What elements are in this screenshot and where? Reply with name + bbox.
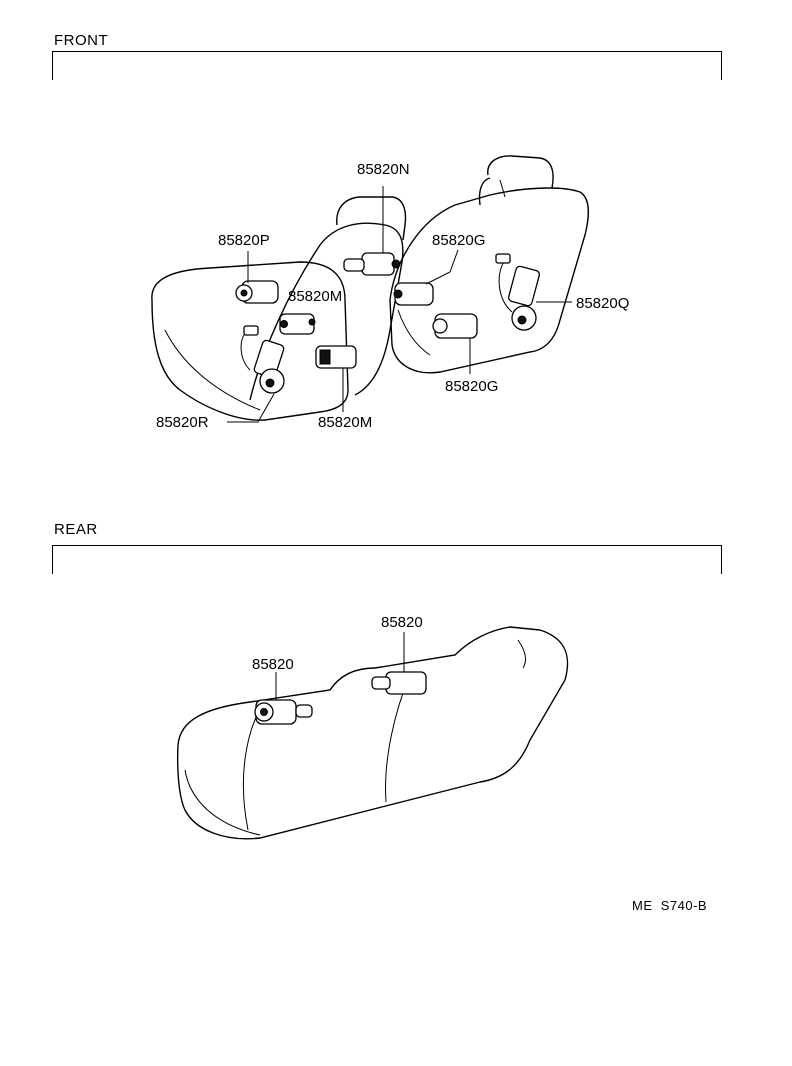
motor-85820Q — [495, 253, 572, 331]
rear-section-label: REAR — [54, 521, 98, 538]
front-left-seat — [151, 196, 407, 421]
front-section-label: FRONT — [54, 32, 109, 49]
motor-85820G-bottom — [432, 313, 478, 374]
label-85820-rear-right: 85820 — [381, 614, 423, 631]
label-85820R: 85820R — [156, 414, 209, 431]
motor-85820G-top — [393, 249, 459, 306]
front-right-seat — [389, 155, 589, 374]
label-85820P: 85820P — [218, 232, 270, 249]
label-85820G-top: 85820G — [432, 232, 485, 249]
motor-85820-rear-left — [254, 672, 313, 725]
label-85820M-bottom: 85820M — [318, 414, 372, 431]
motor-85820-rear-right — [371, 632, 427, 695]
rear-seat — [176, 626, 569, 840]
label-85820G-bottom: 85820G — [445, 378, 498, 395]
motor-85820M-top — [279, 313, 316, 335]
label-85820-rear-left: 85820 — [252, 656, 294, 673]
label-85820Q: 85820Q — [576, 295, 629, 312]
label-85820N: 85820N — [357, 161, 410, 178]
motor-85820N — [343, 186, 401, 276]
rear-section-bracket — [52, 545, 722, 574]
motor-85820R — [227, 325, 285, 423]
motor-85820P — [235, 251, 279, 304]
front-section-bracket — [52, 51, 722, 80]
label-85820M-top: 85820M — [288, 288, 342, 305]
diagram-code: ME S740-B — [632, 898, 708, 913]
motor-85820M-bottom — [315, 345, 357, 412]
